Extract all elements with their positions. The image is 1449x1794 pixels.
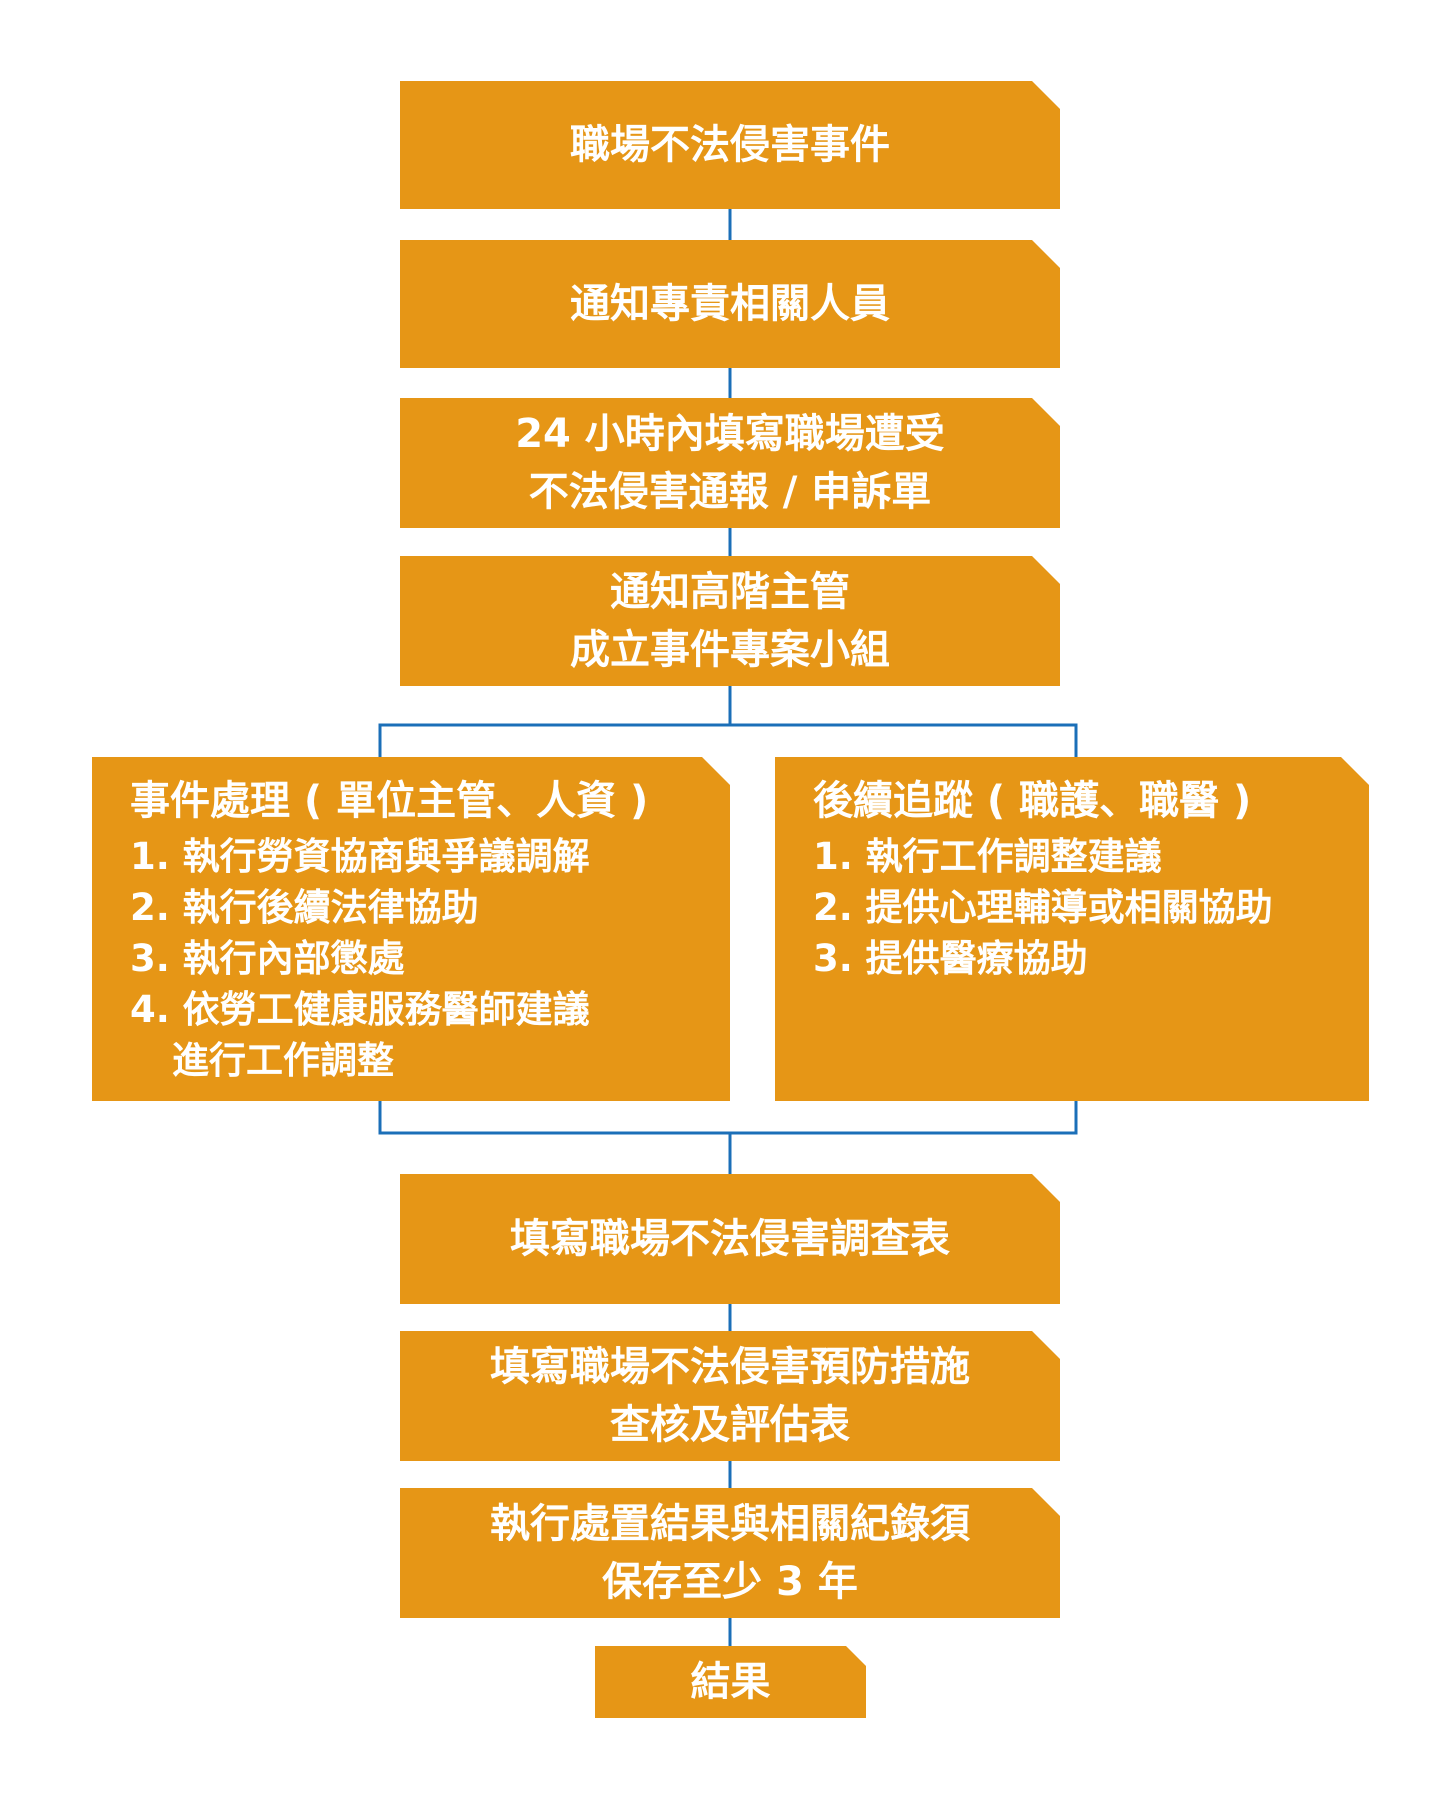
branch-follow-up-list: 1. 執行工作調整建議 2. 提供心理輔導或相關協助 3. 提供醫療協助 — [813, 831, 1339, 984]
step-investigation-form-label: 填寫職場不法侵害調查表 — [510, 1216, 950, 1262]
step-notify-management: 通知高階主管 成立事件專案小組 — [400, 556, 1060, 686]
branch-incident-handling: 事件處理 ( 單位主管、人資 ) 1. 執行勞資協商與爭議調解 2. 執行後續法… — [92, 757, 730, 1101]
list-item: 2. 執行後續法律協助 — [130, 886, 479, 929]
connector-branches-merge — [378, 1100, 1078, 1135]
step-investigation-form: 填寫職場不法侵害調查表 — [400, 1174, 1060, 1304]
branch-follow-up: 後續追蹤 ( 職護、職醫 ) 1. 執行工作調整建議 2. 提供心理輔導或相關協… — [775, 757, 1369, 1101]
step-record-retention-line-1: 執行處置結果與相關紀錄須 — [490, 1501, 970, 1547]
step-prevention-audit-line-2: 查核及評估表 — [610, 1402, 850, 1448]
list-item: 3. 執行內部懲處 — [130, 937, 405, 980]
branch-follow-up-title: 後續追蹤 ( 職護、職醫 ) — [813, 778, 1252, 824]
step-record-retention-line-2: 保存至少 3 年 — [602, 1559, 858, 1605]
branch-incident-handling-list: 1. 執行勞資協商與爭議調解 2. 執行後續法律協助 3. 執行內部懲處 4. … — [130, 831, 700, 1086]
step-file-report-line-2: 不法侵害通報 / 申訴單 — [528, 469, 932, 515]
step-notify-management-line-1: 通知高階主管 — [610, 569, 850, 615]
list-item: 4. 依勞工健康服務醫師建議 — [130, 988, 590, 1031]
step-file-report-line-1: 24 小時內填寫職場遭受 — [515, 411, 945, 457]
step-file-report: 24 小時內填寫職場遭受 不法侵害通報 / 申訴單 — [400, 398, 1060, 528]
list-item: 1. 執行勞資協商與爭議調解 — [130, 835, 590, 878]
list-item: 1. 執行工作調整建議 — [813, 835, 1162, 878]
step-result: 結果 — [595, 1646, 866, 1718]
step-notify-staff-label: 通知專責相關人員 — [570, 281, 890, 327]
step-record-retention: 執行處置結果與相關紀錄須 保存至少 3 年 — [400, 1488, 1060, 1618]
list-item: 3. 提供醫療協助 — [813, 937, 1088, 980]
list-item: 2. 提供心理輔導或相關協助 — [813, 886, 1273, 929]
list-item: 進行工作調整 — [172, 1039, 394, 1082]
step-result-label: 結果 — [690, 1659, 771, 1705]
step-incident: 職場不法侵害事件 — [400, 81, 1060, 209]
branch-incident-handling-title: 事件處理 ( 單位主管、人資 ) — [130, 778, 649, 824]
step-prevention-audit-line-1: 填寫職場不法侵害預防措施 — [490, 1344, 970, 1390]
step-incident-label: 職場不法侵害事件 — [570, 122, 890, 168]
step-prevention-audit: 填寫職場不法侵害預防措施 查核及評估表 — [400, 1331, 1060, 1461]
step-notify-management-line-2: 成立事件專案小組 — [570, 627, 890, 673]
connector-split-branches — [378, 723, 1078, 760]
step-notify-staff: 通知專責相關人員 — [400, 240, 1060, 368]
